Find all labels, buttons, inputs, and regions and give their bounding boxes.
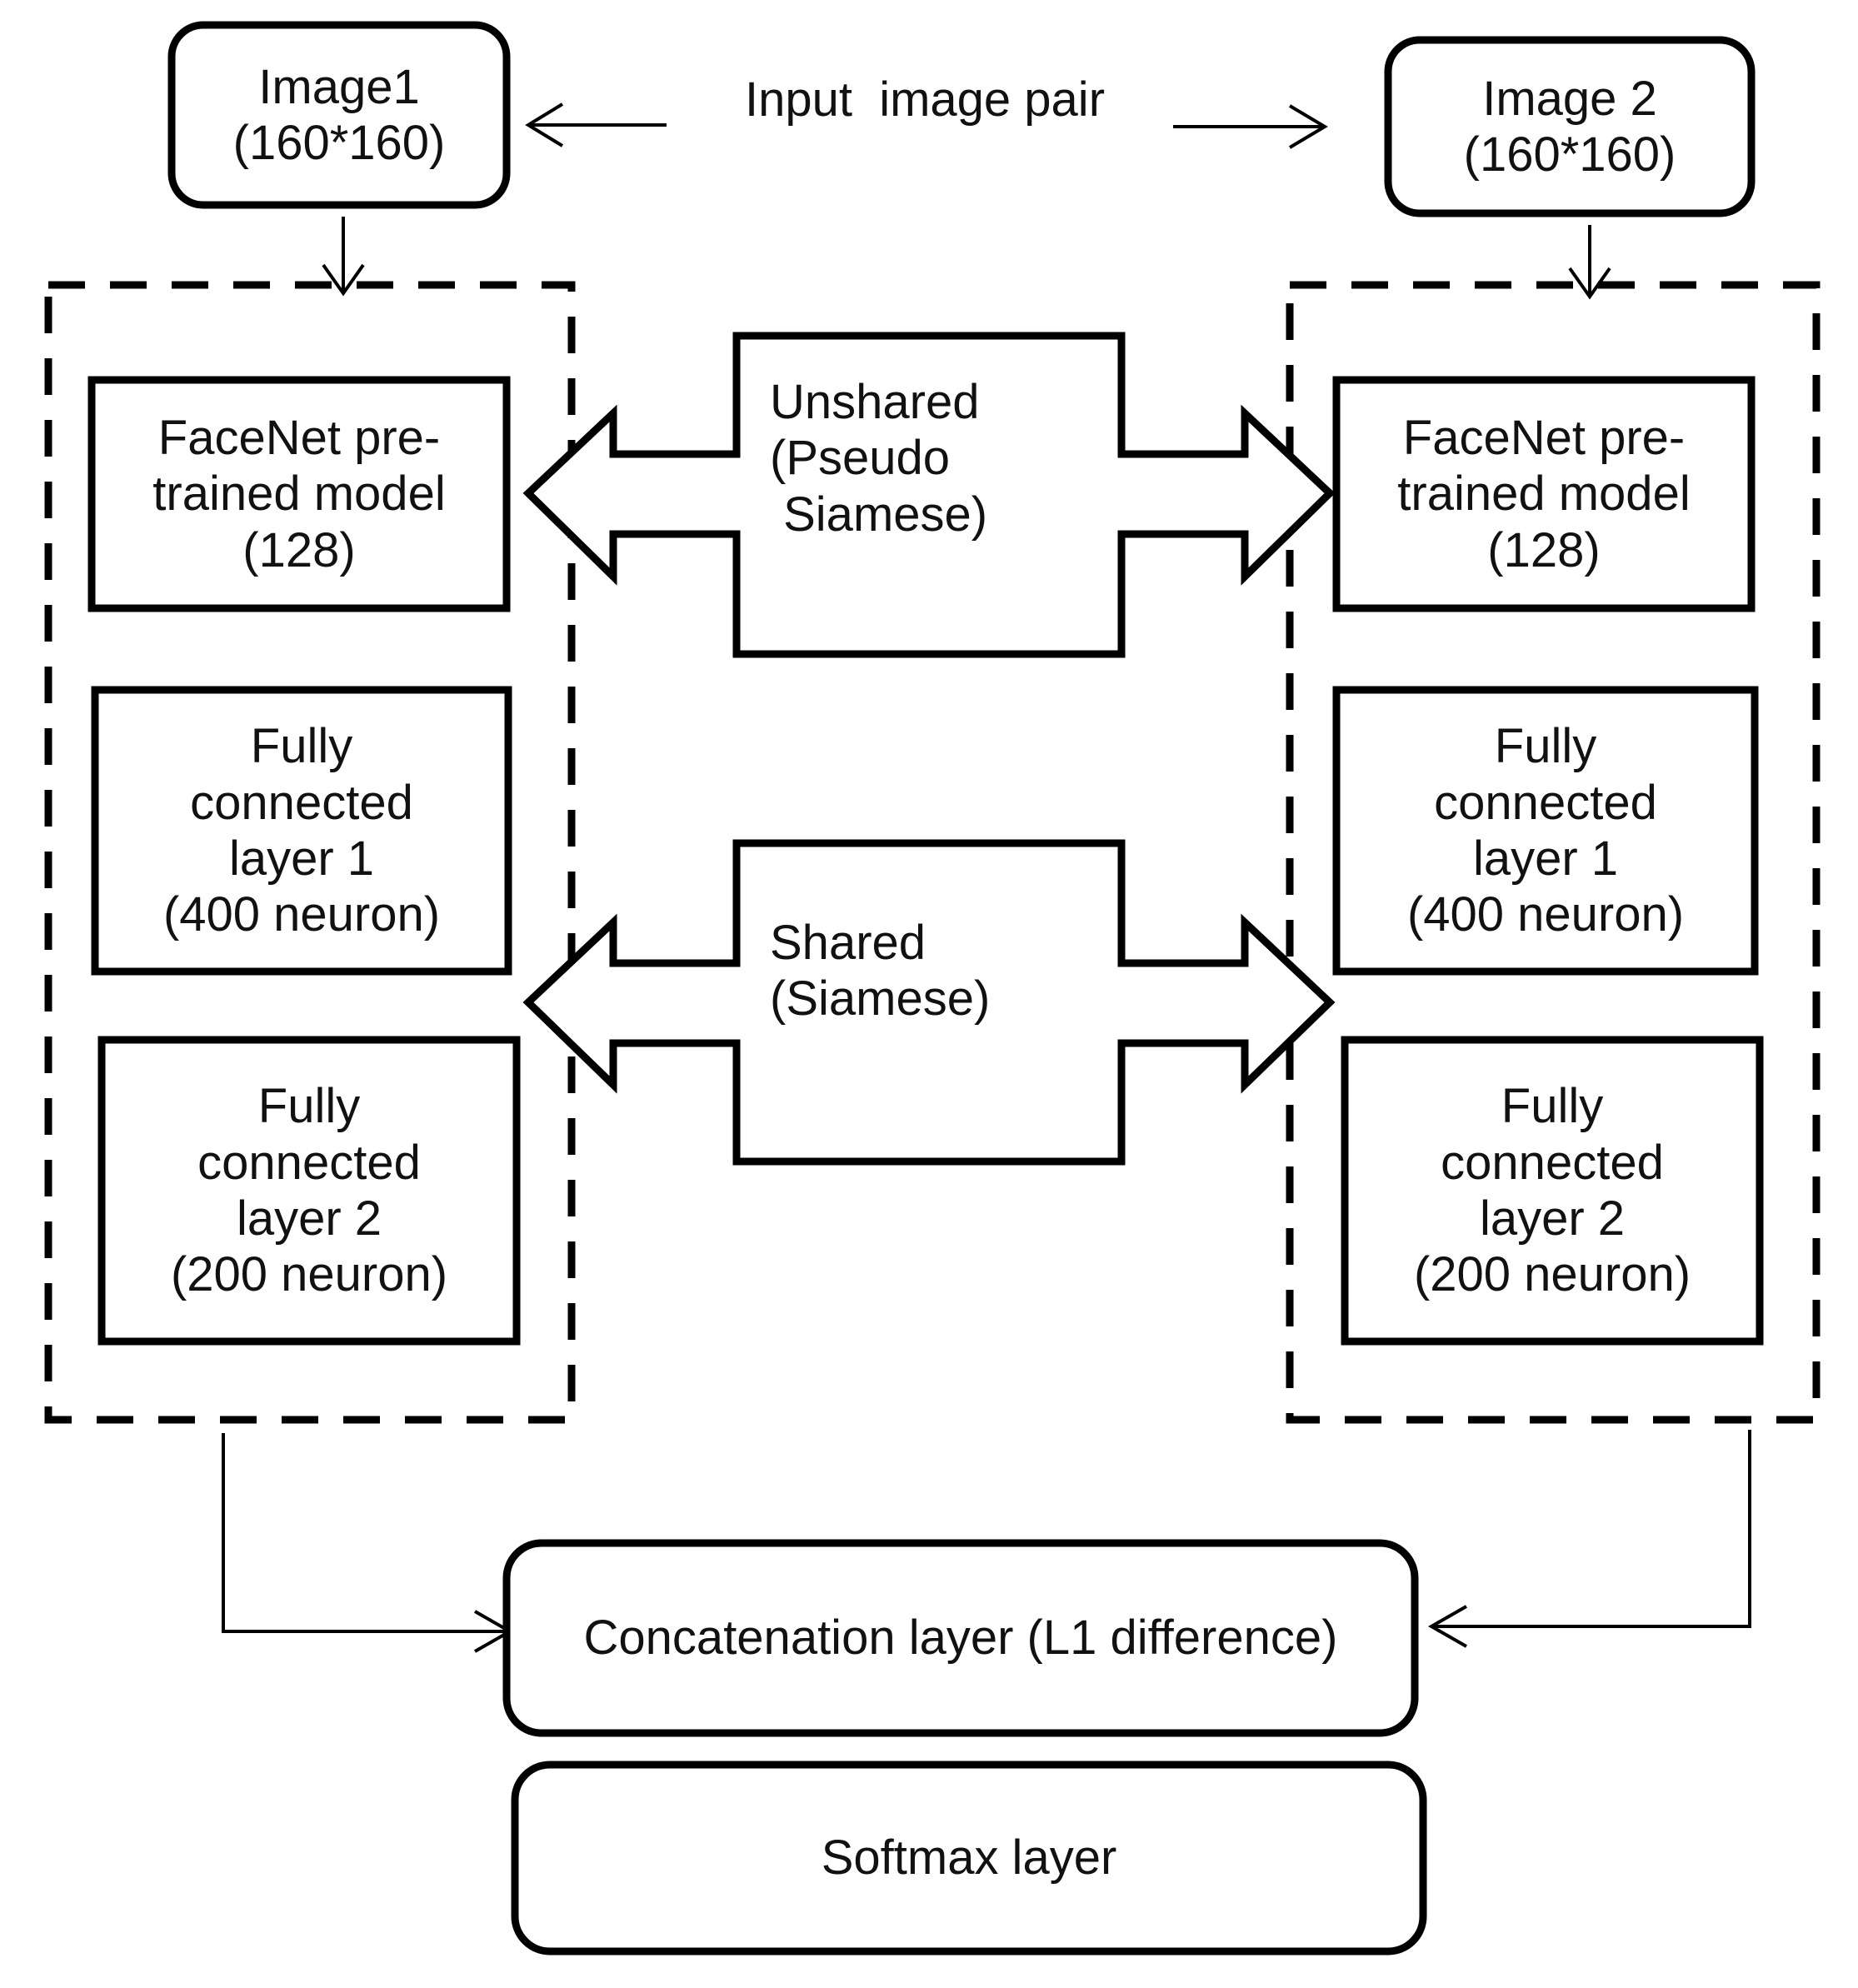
- left-branch-container: [44, 281, 576, 1424]
- right-fc2-label: Fully connected layer 2 (200 neuron): [1413, 1079, 1691, 1302]
- image2-box: [1384, 36, 1756, 217]
- image2-down-arrowhead: [1568, 267, 1611, 300]
- softmax-layer-box: [511, 1761, 1427, 1956]
- right-fc1-box: [1332, 686, 1759, 976]
- concat-layer-box: [502, 1539, 1419, 1737]
- softmax-layer-label: Softmax layer: [821, 1831, 1117, 1886]
- right-to-concat-connector: [1433, 1430, 1751, 1628]
- left-fc1-label: Fully connected layer 1 (400 neuron): [162, 719, 441, 942]
- concat-layer-label: Concatenation layer (L1 difference): [583, 1611, 1338, 1666]
- unshared-double-arrow: [522, 332, 1336, 658]
- shared-label: Shared (Siamese): [770, 915, 991, 1026]
- left-fc1-box: [91, 686, 512, 976]
- image1-label: Image1 (160*160): [232, 59, 446, 170]
- input-pair-label: Input image pair: [744, 72, 1106, 127]
- right-facenet-box: [1332, 376, 1756, 612]
- shared-double-arrow: [522, 839, 1336, 1166]
- right-branch-container: [1286, 281, 1821, 1424]
- input-arrowhead-right: [1288, 104, 1328, 149]
- left-facenet-label: FaceNet pre- trained model (128): [152, 411, 446, 577]
- image2-label: Image 2 (160*160): [1463, 71, 1676, 182]
- right-fc1-label: Fully connected layer 1 (400 neuron): [1406, 719, 1685, 942]
- right-fc2-box: [1341, 1036, 1764, 1346]
- image1-box: [167, 21, 511, 209]
- left-fc2-box: [97, 1036, 521, 1346]
- left-to-concat-connector: [222, 1433, 508, 1633]
- left-fc2-label: Fully connected layer 2 (200 neuron): [170, 1079, 448, 1302]
- right-to-concat-arrowhead: [1427, 1605, 1467, 1648]
- image1-down-arrowhead: [322, 263, 365, 297]
- left-facenet-box: [87, 376, 511, 612]
- right-facenet-label: FaceNet pre- trained model (128): [1397, 411, 1691, 577]
- unshared-label: Unshared (Pseudo Siamese): [770, 375, 988, 542]
- input-arrowhead-left: [525, 102, 564, 147]
